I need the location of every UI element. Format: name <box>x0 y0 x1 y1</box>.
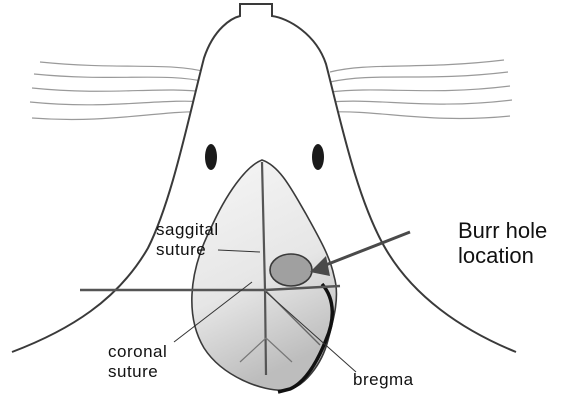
saggital-suture-label: saggital suture <box>156 220 219 259</box>
burr-hole-label: Burr hole location <box>458 218 547 269</box>
whiskers-right <box>330 60 512 118</box>
whiskers-left <box>30 62 206 120</box>
bregma-label: bregma <box>353 370 414 390</box>
saggital-suture-label-line2: suture <box>156 240 219 260</box>
coronal-suture-label-line2: suture <box>108 362 167 382</box>
right-eye <box>312 144 324 170</box>
coronal-suture-label-line1: coronal <box>108 342 167 362</box>
left-eye <box>205 144 217 170</box>
burr-hole-label-line1: Burr hole <box>458 218 547 243</box>
burr-hole-label-line2: location <box>458 243 547 268</box>
coronal-suture-label: coronal suture <box>108 342 167 381</box>
burr-hole <box>270 254 312 286</box>
saggital-suture-label-line1: saggital <box>156 220 219 240</box>
